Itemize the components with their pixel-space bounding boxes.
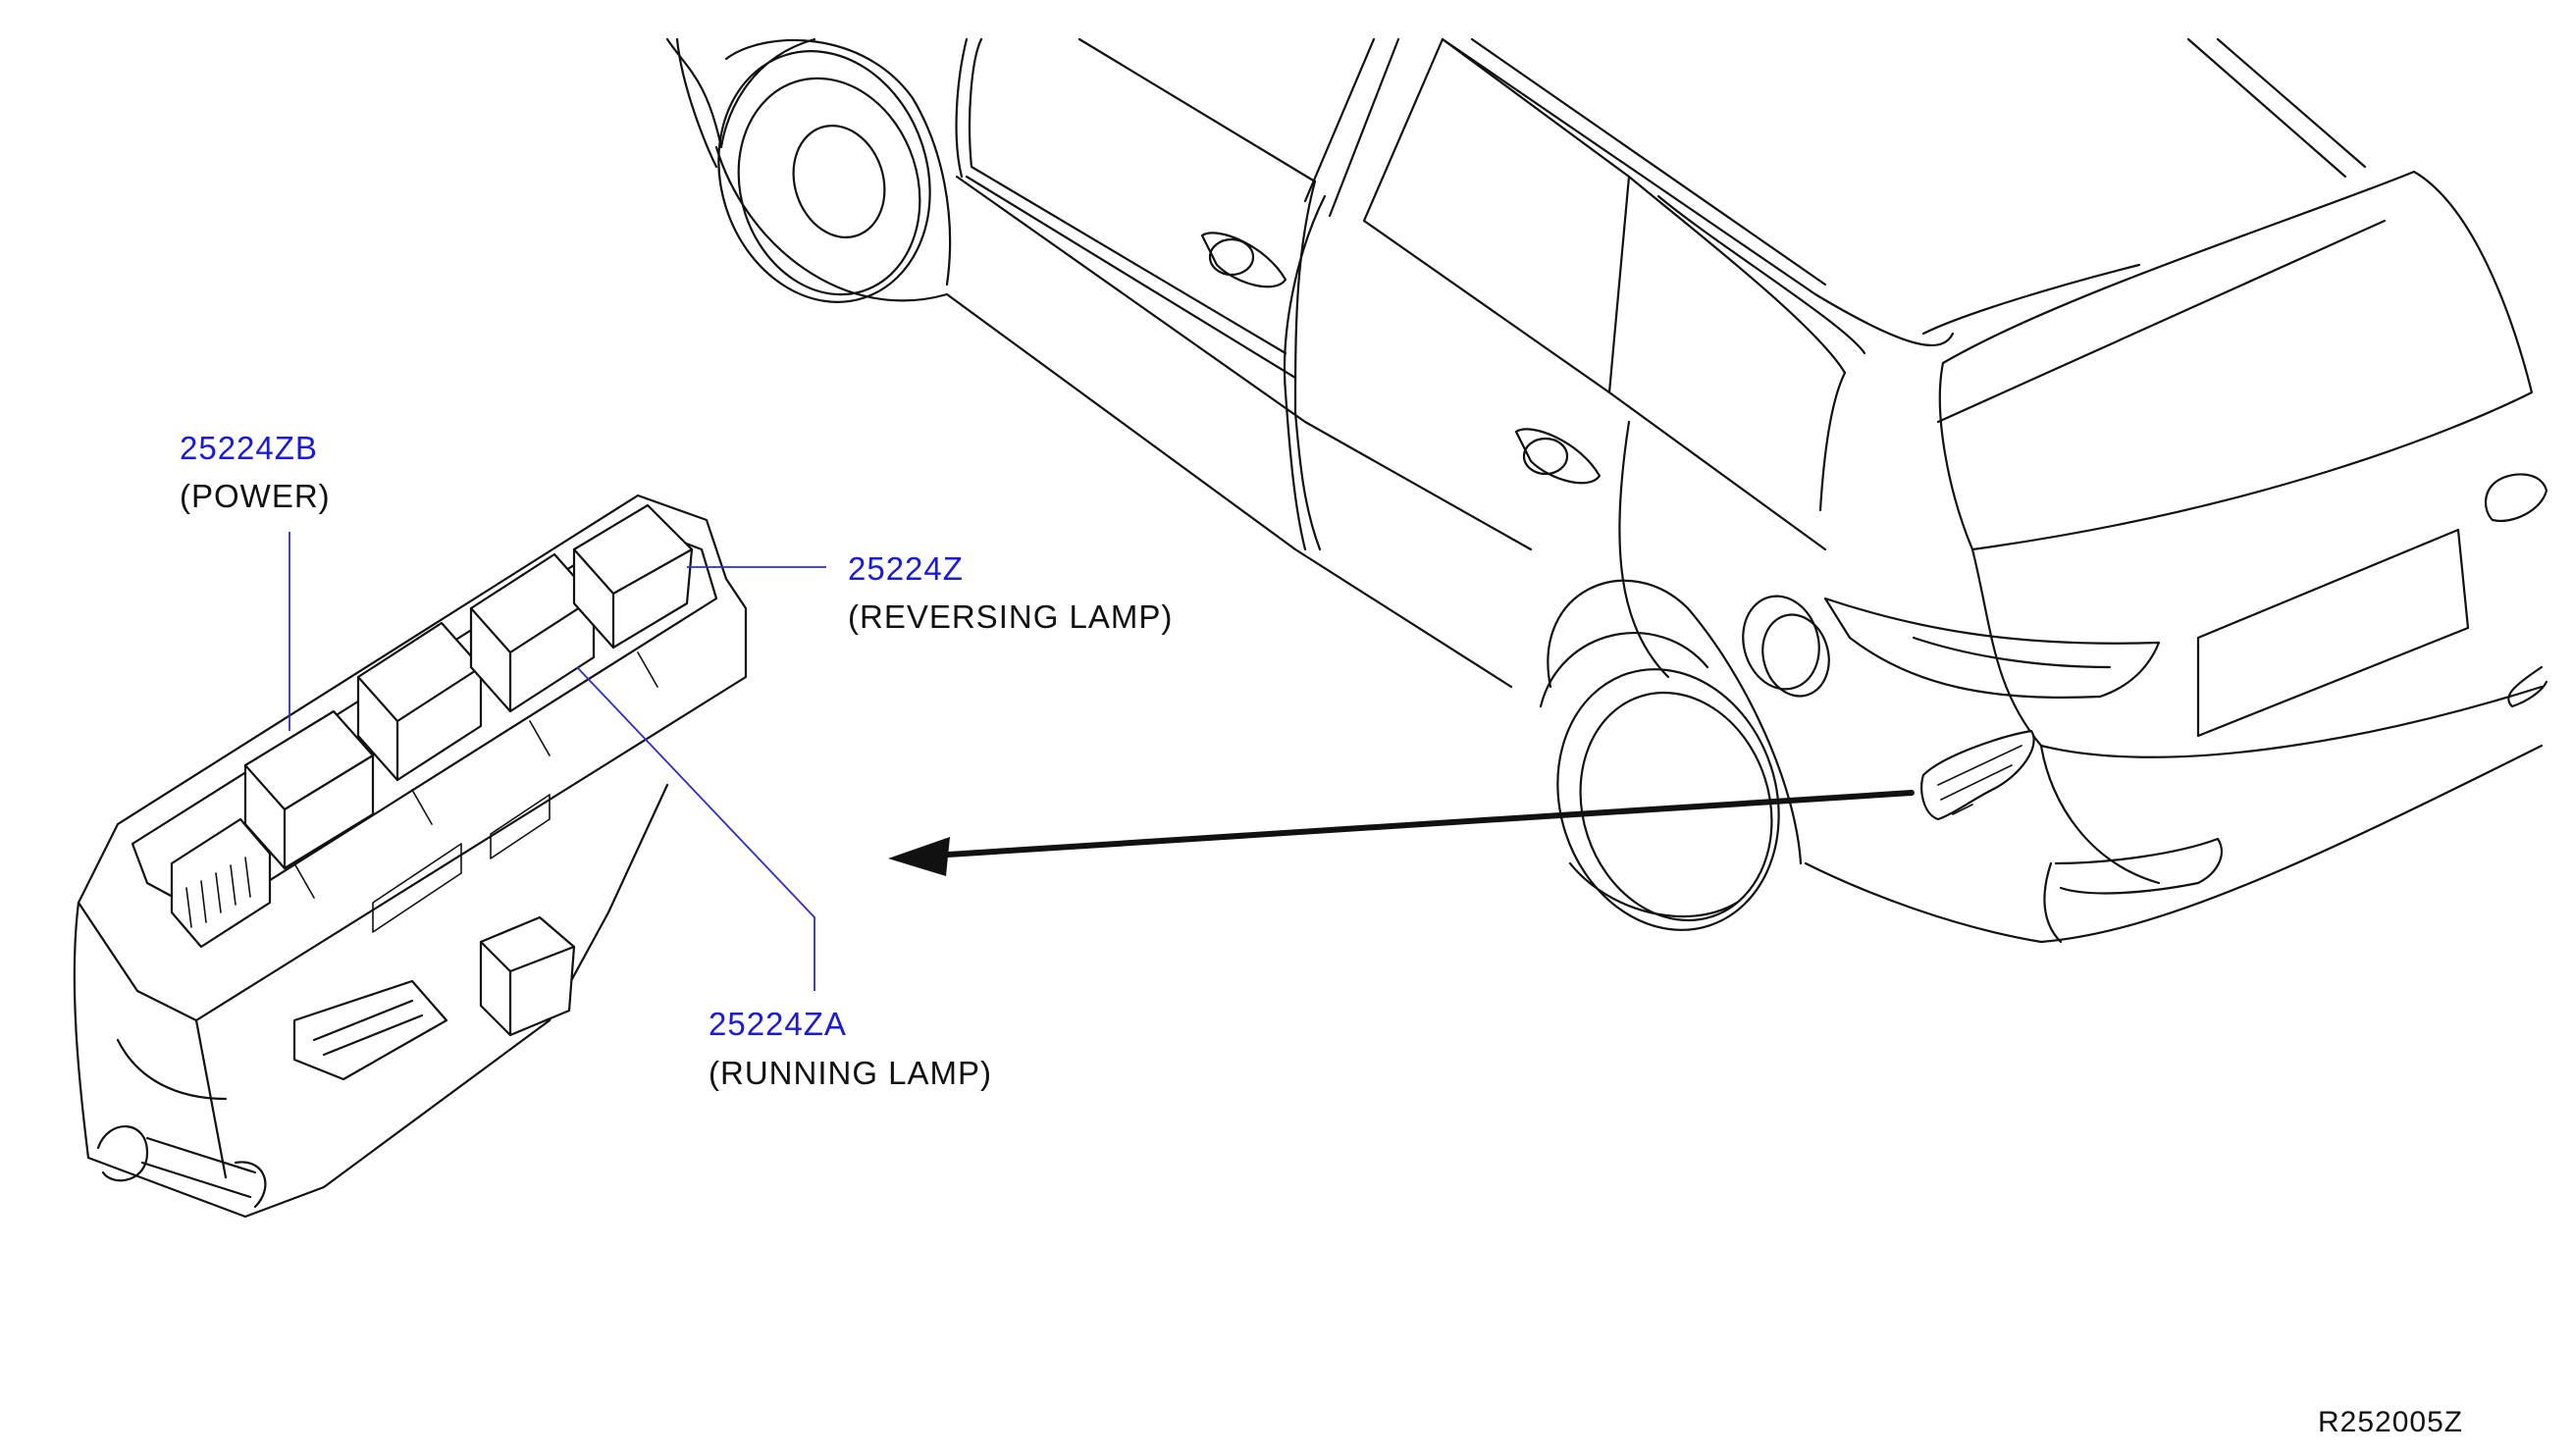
callout-part-number-running-lamp[interactable]: 25224ZA xyxy=(709,1006,847,1042)
callout-part-number-power[interactable]: 25224ZB xyxy=(180,430,318,466)
callout-part-number-reversing-lamp[interactable]: 25224Z xyxy=(848,550,964,587)
vehicle-illustration xyxy=(665,37,2548,944)
reference-code: R252005Z xyxy=(2318,1406,2464,1438)
callout-description-running-lamp: (RUNNING LAMP) xyxy=(709,1055,993,1091)
location-arrow xyxy=(888,790,1915,876)
callout-description-reversing-lamp: (REVERSING LAMP) xyxy=(848,598,1174,635)
relay-box-illustration xyxy=(73,494,748,1219)
callout-description-power: (POWER) xyxy=(180,478,331,514)
leader-lines xyxy=(289,532,826,991)
